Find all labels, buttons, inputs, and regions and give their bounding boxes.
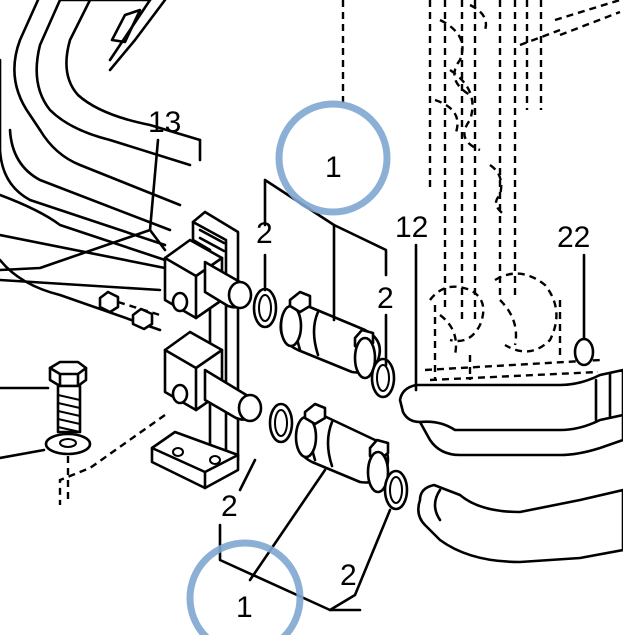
o-ring-part bbox=[573, 337, 595, 367]
callout-hose-bottom: 1 bbox=[236, 591, 253, 624]
mounting-bracket bbox=[58, 210, 263, 505]
callout-clamp-bottom-left: 2 bbox=[221, 490, 238, 523]
frame-tubes bbox=[0, 0, 202, 332]
upper-hose-assembly bbox=[252, 287, 396, 399]
callout-hose-top: 1 bbox=[325, 151, 342, 184]
callout-bracket: 13 bbox=[148, 106, 181, 139]
highlight-circle-bottom bbox=[186, 539, 304, 635]
bolt-and-washer bbox=[0, 360, 92, 500]
coolant-pipes bbox=[398, 368, 623, 564]
callout-ring: 22 bbox=[557, 221, 590, 254]
callout-clamp-top-left: 2 bbox=[256, 217, 273, 250]
lower-hose-assembly bbox=[268, 402, 409, 511]
engine-structure bbox=[341, 0, 621, 382]
highlight-circle-top bbox=[275, 100, 391, 216]
callout-clamp-top-right: 2 bbox=[377, 282, 394, 315]
callout-pipe: 12 bbox=[395, 211, 428, 244]
callout-clamp-bottom-right: 2 bbox=[340, 559, 357, 592]
